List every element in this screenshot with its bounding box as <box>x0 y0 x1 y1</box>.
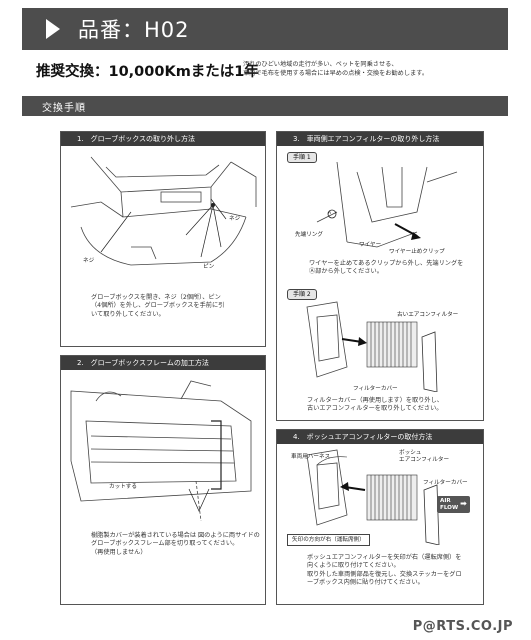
air-flow-badge: AIR FLOW ➡ <box>437 496 470 513</box>
install-illustration <box>306 449 440 545</box>
panel-instructions: ボッシュエアコンフィルターを矢印が右（運転席側）を 向くように取り付けてください… <box>307 554 462 588</box>
instruction-line: グローブボックスを開き、ネジ（2個所）、ピン <box>91 294 221 301</box>
bosch-filter-label: ボッシュ エアコンフィルター <box>399 450 449 464</box>
circle-a-label: A <box>328 211 332 216</box>
panel-old-filter-removal: 3. 車両側エアコンフィルターの取り外し方法 手順 1 A 先端リング ワイヤー… <box>276 131 484 421</box>
pin-marker <box>211 203 215 207</box>
step-1-instructions: ワイヤーを止めてあるクリップから外し、先端リングを Ⓐ部から外してください。 <box>309 260 463 277</box>
panel-instructions: 樹脂製カバーが装着されている場合は 図のように両サイドの グローブボックスフレー… <box>91 532 260 557</box>
panel-glovebox-removal: 1. グローブボックスの取り外し方法 ネジ ネジ ピン グローブボックスを開き、… <box>60 131 266 347</box>
panel-title: 1. グローブボックスの取り外し方法 <box>61 132 265 146</box>
instruction-line: 向くように取り付けてください。 <box>307 562 400 570</box>
ring-label: 先端リング <box>295 232 323 238</box>
glovebox-illustration <box>70 156 257 266</box>
air-flow-text: FLOW <box>440 504 459 511</box>
harness-label: 車両用ハーネス <box>291 454 331 460</box>
instruction-line: Ⓐ部から外してください。 <box>309 268 383 276</box>
filter-removal-illustration <box>306 301 438 392</box>
section-title: 交換手順 <box>42 102 86 114</box>
page-header: 品番：H02 <box>22 8 508 50</box>
instruction-line: いて取り外してください。 <box>91 310 165 318</box>
site-logo: P@RTS.CO.JP <box>412 619 513 634</box>
frame-illustration <box>70 380 252 522</box>
screw-label-right: ネジ <box>229 216 241 222</box>
panel-title: 2. グローブボックスフレームの加工方法 <box>61 356 265 370</box>
screw-label-left: ネジ <box>83 258 95 264</box>
filter-cover-label: フィルターカバー <box>353 386 398 392</box>
air-flow-text: AIR <box>440 498 451 504</box>
section-header: 交換手順 <box>22 96 508 116</box>
instruction-line: ボッシュエアコンフィルターを矢印が右（運転席側）を <box>307 554 462 561</box>
clip-label: ワイヤー止めクリップ <box>389 249 445 255</box>
instruction-line: ーブボックス内側に貼り付けてください。 <box>307 579 424 587</box>
panel-title: 3. 車両側エアコンフィルターの取り外し方法 <box>277 132 483 146</box>
instruction-line: 古いエアコンフィルターを取り外してください。 <box>307 405 443 413</box>
instruction-line: 取り外した車両側部品を復元し、交換ステッカーをグロ <box>307 570 462 578</box>
panel-title: 4. ボッシュエアコンフィルターの取付方法 <box>277 430 483 444</box>
step-2-instructions: フィルターカバー（再使用します）を取り外し、 古いエアコンフィルターを取り外して… <box>307 397 443 414</box>
panel-bosch-filter-install: 4. ボッシュエアコンフィルターの取付方法 車両用ハーネス ボッシュ エアコンフ… <box>276 429 484 605</box>
step-1-badge: 手順 1 <box>287 152 317 163</box>
panel-glovebox-frame: 2. グローブボックスフレームの加工方法 カットする 樹脂製カバーが装着されてい… <box>60 355 266 605</box>
instruction-line: ワイヤーを止めてあるクリップから外し、先端リングを <box>309 260 464 267</box>
play-triangle-icon <box>46 19 60 39</box>
arrow-right-icon: ➡ <box>460 499 467 509</box>
page-title: 品番：H02 <box>78 18 190 42</box>
recommendation-note: 汚れのひどい地域の走行が多い、ペットを同乗させる、 車内で毛布を使用する場合には… <box>243 61 428 78</box>
note-line-2: 車内で毛布を使用する場合には早めの点検・交換をお勧めします。 <box>243 69 429 77</box>
recommended-interval: 推奨交換：10,000Kmまたは1年 <box>36 64 259 80</box>
cut-label: カットする <box>109 484 137 490</box>
instruction-line: （4個所）を外し、グローブボックスを手前に引 <box>91 302 225 310</box>
instruction-line: 樹脂製カバーが装着されている場合は 図のように両サイドの <box>91 532 260 539</box>
instruction-line: グローブボックスフレーム部を切り取ってください。 <box>91 540 239 548</box>
note-line-1: 汚れのひどい地域の走行が多い、ペットを同乗させる、 <box>243 61 398 68</box>
instruction-line: フィルターカバー（再使用します）を取り外し、 <box>307 397 443 404</box>
wire-clip-illustration <box>316 162 458 248</box>
bosch-filter-label-line: エアコンフィルター <box>399 457 450 463</box>
filter-cover-label: フィルターカバー <box>423 480 468 486</box>
old-filter-label: 古いエアコンフィルター <box>397 312 459 318</box>
wire-label: ワイヤー <box>359 242 382 248</box>
step-2-badge: 手順 2 <box>287 289 317 300</box>
panel-instructions: グローブボックスを開き、ネジ（2個所）、ピン （4個所）を外し、グローブボックス… <box>91 294 224 319</box>
bosch-filter-label-line: ボッシュ <box>399 450 422 456</box>
arrow-direction-note: 矢印の方向が右（運転席側） <box>287 534 370 546</box>
instruction-line: （再使用しません） <box>91 548 147 556</box>
pin-label: ピン <box>203 264 215 270</box>
